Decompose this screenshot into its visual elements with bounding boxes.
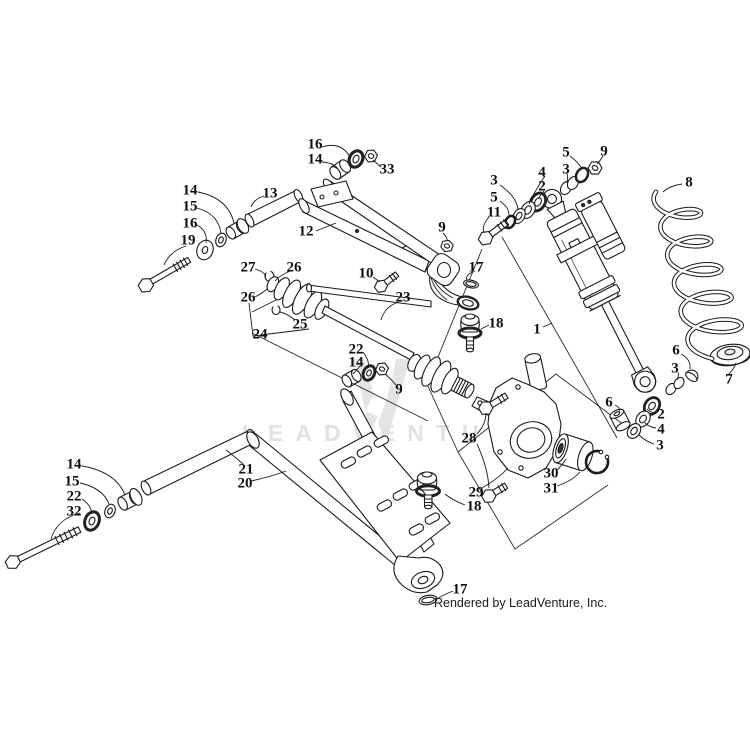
credit-text: Rendered by LeadVenture, Inc. — [434, 596, 607, 610]
lower-ball-joint — [415, 471, 441, 510]
knuckle-bolt-upper — [478, 392, 509, 415]
coil-spring — [651, 189, 745, 361]
callout-2-18: 2 — [538, 178, 546, 194]
upper-ball-joint — [457, 313, 483, 353]
callout-14-30: 14 — [349, 354, 365, 370]
callout-2-36: 2 — [657, 406, 665, 422]
knuckle-bolt-lower — [481, 482, 509, 503]
callout-19-7: 19 — [181, 232, 196, 248]
callout-30-40: 30 — [544, 465, 559, 481]
callout-25-27: 25 — [293, 316, 308, 332]
shock-reservoir — [574, 192, 626, 260]
pivot-bolt-stack — [137, 218, 250, 293]
steering-knuckle — [471, 353, 562, 503]
callout-5-20: 5 — [562, 144, 570, 160]
callout-15-47: 15 — [65, 473, 80, 489]
callout-3-14: 3 — [490, 172, 498, 188]
callout-11-16: 11 — [487, 204, 501, 220]
callout-33-2: 33 — [380, 161, 395, 177]
callout-5-15: 5 — [490, 189, 498, 205]
callout-29-42: 29 — [469, 484, 484, 500]
callout-6-35: 6 — [605, 394, 613, 410]
spacer — [609, 408, 631, 432]
callout-26-25: 26 — [287, 259, 303, 275]
callout-7-34: 7 — [725, 371, 733, 387]
callout-22-48: 22 — [67, 488, 82, 504]
callout-9-21: 9 — [600, 143, 608, 159]
callout-31-41: 31 — [544, 480, 559, 496]
callout-4-17: 4 — [538, 164, 546, 180]
callout-9-9: 9 — [438, 219, 446, 235]
callout-26-26: 26 — [241, 289, 257, 305]
callout-10-10: 10 — [359, 265, 374, 281]
callout-13-3: 13 — [263, 185, 278, 201]
boot-clamp-25 — [271, 305, 281, 315]
callout-22-29: 22 — [349, 341, 364, 357]
wheel-bearing — [552, 433, 594, 472]
callout-18-43: 18 — [467, 498, 482, 514]
callout-16-6: 16 — [183, 215, 199, 231]
callout-21-44: 21 — [239, 461, 254, 477]
plate-slots — [340, 435, 441, 536]
arm-pivot-bushings — [329, 149, 379, 180]
pinch-bolt — [373, 271, 400, 293]
callout-6-32: 6 — [672, 342, 680, 358]
pivot-plate — [310, 180, 354, 208]
leader-lines — [50, 144, 737, 600]
callout-17-50: 17 — [453, 581, 469, 597]
shock-lower-hardware — [609, 369, 699, 439]
callout-3-19: 3 — [562, 161, 570, 177]
callout-14-4: 14 — [183, 182, 199, 198]
callout-8-22: 8 — [685, 174, 693, 190]
shock-upper-hardware — [477, 161, 603, 246]
callout-18-12: 18 — [489, 315, 504, 331]
snap-ring — [584, 449, 610, 475]
callout-12-8: 12 — [299, 223, 314, 239]
callout-1-23: 1 — [533, 321, 541, 337]
front-pivot-bolt-stack — [4, 488, 143, 569]
nut-33 — [363, 149, 379, 163]
upper-a-arm — [137, 149, 460, 293]
callout-23-13: 23 — [396, 289, 411, 305]
callout-9-31: 9 — [395, 381, 403, 397]
callout-17-11: 17 — [469, 259, 485, 275]
callout-3-38: 3 — [656, 437, 664, 453]
pivot-bolt-19 — [137, 256, 192, 293]
shock-absorber — [541, 188, 657, 393]
callout-14-46: 14 — [67, 456, 83, 472]
leadventure-watermark: LEADVENTURE — [242, 359, 535, 446]
callout-24-28: 24 — [253, 326, 269, 342]
callout-20-45: 20 — [238, 475, 253, 491]
callout-14-1: 14 — [308, 151, 324, 167]
callout-3-33: 3 — [671, 360, 679, 376]
callout-4-37: 4 — [657, 421, 665, 437]
cv-axle — [264, 270, 475, 399]
upper-mount-bolt — [477, 219, 510, 246]
leadventure-v-logo-right — [378, 359, 410, 444]
callout-27-24: 27 — [241, 259, 257, 275]
callout-28-39: 28 — [462, 430, 477, 446]
shock-rod — [601, 300, 645, 376]
pivot-bolt-32 — [4, 526, 82, 569]
outer-cv-joint — [407, 353, 475, 399]
axle-shaft — [321, 305, 415, 361]
cap-nut — [685, 369, 699, 383]
spring-seat — [709, 343, 750, 367]
callout-15-5: 15 — [183, 198, 198, 214]
lower-a-arm — [4, 362, 451, 606]
callout-16-0: 16 — [308, 136, 324, 152]
axle-stub-spline — [450, 376, 475, 399]
upper-ball-joint-nut — [440, 239, 454, 253]
rear-pivot-hardware — [341, 362, 390, 388]
callout-32-49: 32 — [67, 503, 82, 519]
